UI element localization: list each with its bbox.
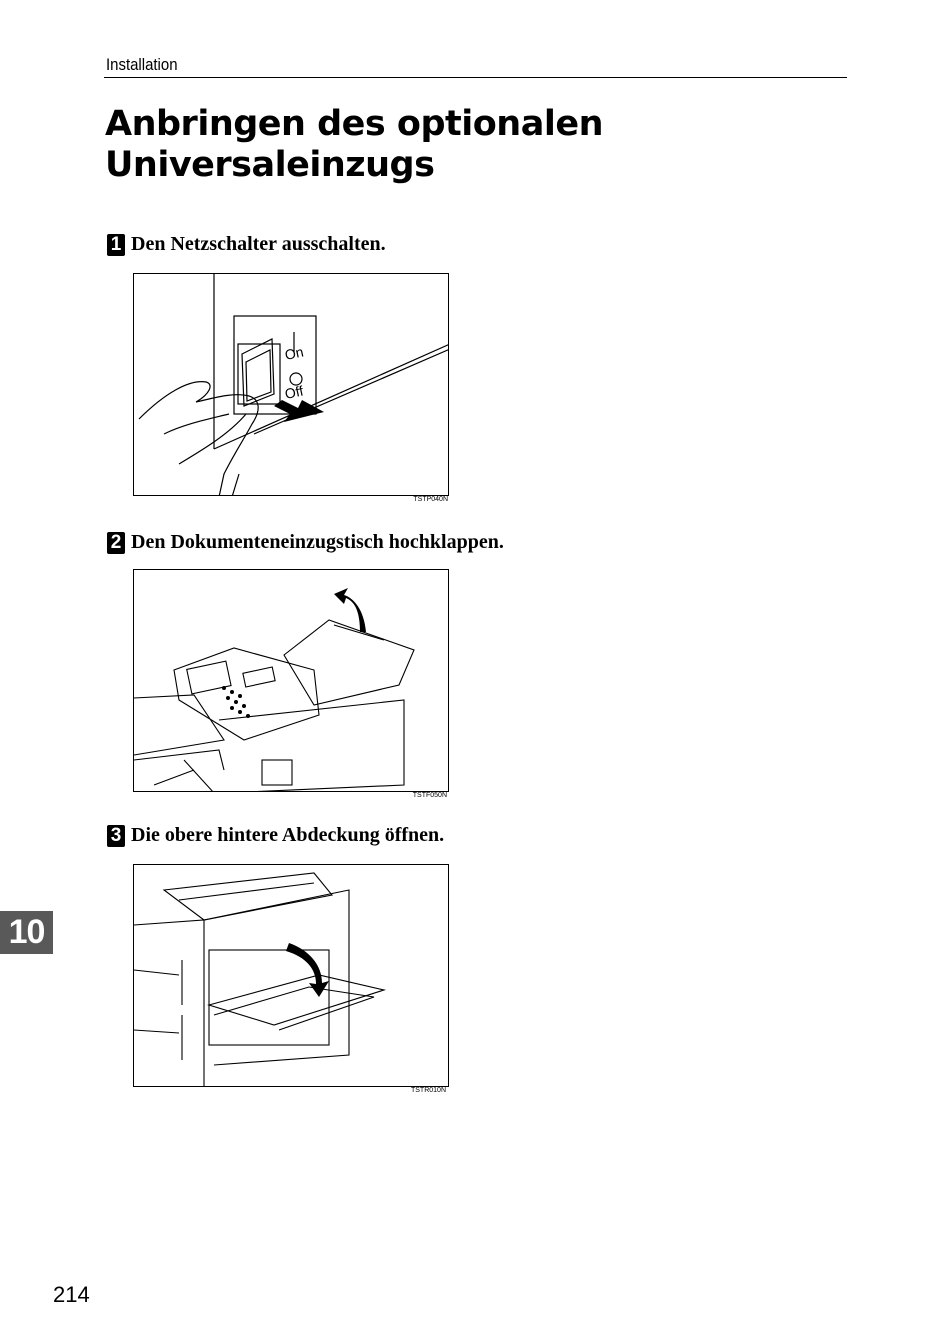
header-rule [104,77,847,78]
arrow-up-icon [334,588,366,632]
step-3-text: Die obere hintere Abdeckung öffnen. [131,824,445,846]
figure-1-code: TSTP040N [413,496,448,503]
running-header: Installation [106,55,178,74]
step-1-text: Den Netzschalter ausschalten. [131,233,386,255]
figure-2-code: TSTF050N [412,792,447,799]
figure-3-code: TSTR010N [410,1087,446,1094]
step-2: 2 Den Dokumenteneinzugstisch hochklappen… [107,531,504,554]
page-number: 214 [53,1282,90,1307]
step-1-number: 1 [107,233,125,256]
switch-off-label: Off [283,382,304,402]
figure-document-feeder [133,569,449,792]
step-3-number: 3 [107,824,125,847]
figure-rear-cover [133,864,449,1087]
switch-on-label: On [283,343,305,363]
arrow-down-icon [286,943,329,997]
step-2-text: Den Dokumenteneinzugstisch hochklappen. [131,531,504,553]
figure-power-switch: On Off [133,273,449,496]
step-1: 1 Den Netzschalter ausschalten. [107,233,386,256]
fax-machine-illustration [134,588,415,791]
rear-cover-illustration [134,872,387,1086]
step-2-number: 2 [107,531,125,554]
page-title-line-1: Anbringen des optionalen [105,104,604,144]
arrow-icon [274,400,324,422]
power-switch-illustration: On Off [138,274,448,495]
page-title: Anbringen des optionalen Universaleinzug… [105,104,604,186]
page-title-line-2: Universaleinzugs [105,145,435,185]
chapter-tab: 10 [0,911,53,954]
step-3: 3 Die obere hintere Abdeckung öffnen. [107,824,444,847]
